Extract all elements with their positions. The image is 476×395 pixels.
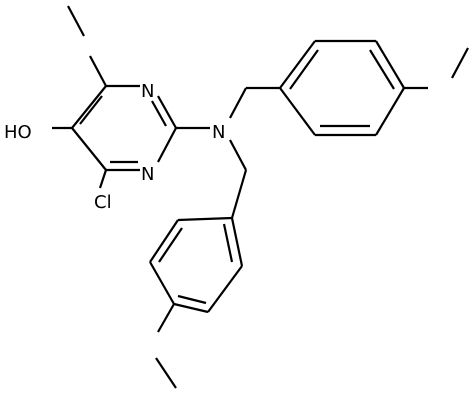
bond-c2-n3-inner xyxy=(151,100,167,127)
atom-hydroxyl: HO xyxy=(4,122,32,143)
bond-n-ch2-lower xyxy=(229,139,247,171)
bond-n-ch2-upper xyxy=(229,87,247,119)
upper-benzene-ring xyxy=(279,39,405,137)
upper-ring-bond-3 xyxy=(375,40,405,89)
bond-c5-c6 xyxy=(71,127,107,171)
upper-ring-bond-6 xyxy=(279,87,316,136)
lower-ring-bond-5 xyxy=(149,219,179,263)
lower-ring-bond-2 xyxy=(207,265,243,313)
lower-ring-bond-1 xyxy=(230,217,244,267)
bond-o-methyl-lower xyxy=(155,357,177,389)
lower-ring-bond-3 xyxy=(173,302,209,314)
bond-ch2-ring-lower xyxy=(230,169,248,219)
atom-n-upper: N xyxy=(141,81,154,102)
lower-ring-bond-4 xyxy=(149,261,175,305)
lower-ring-bond-3-inner xyxy=(177,294,207,305)
lower-ring-bond-1-inner xyxy=(222,223,234,263)
atom-n-lower: N xyxy=(141,164,154,185)
bond-c6-cl xyxy=(98,169,108,189)
upper-ring-bond-1 xyxy=(279,40,316,89)
bond-n1-c2 xyxy=(157,127,177,163)
pyrimidine-ring xyxy=(71,84,177,172)
bond-c4-o-methoxy xyxy=(89,55,107,87)
bond-c4-c5-inner xyxy=(79,95,103,125)
atom-chlorine: Cl xyxy=(94,192,112,213)
upper-ring-bond-4 xyxy=(375,87,405,136)
lower-ring-bond-6 xyxy=(177,216,233,222)
upper-ring-bond-1-inner xyxy=(289,49,319,90)
bond-ring-o-lower xyxy=(157,303,175,333)
lower-ring-bond-5-inner xyxy=(158,227,183,263)
upper-ring-bond-3-inner xyxy=(369,49,395,90)
lower-benzene-ring xyxy=(149,216,244,314)
atom-n-amine: N xyxy=(212,122,225,143)
bond-o-methyl-upper xyxy=(451,47,469,79)
bond-c4-c5 xyxy=(71,85,107,129)
bond-c2-n3 xyxy=(157,95,177,129)
bond-o-methyl-top xyxy=(67,5,85,37)
